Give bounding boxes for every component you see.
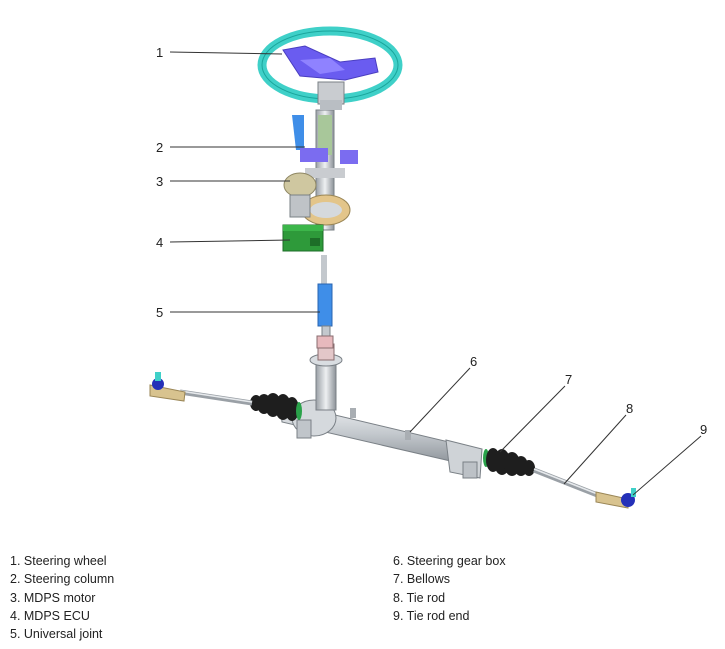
tie-rod-end-right [595, 488, 636, 509]
callout-5: 5 [156, 305, 163, 320]
bellows-right [483, 448, 535, 476]
callout-3: 3 [156, 174, 163, 189]
legend-item-tie-rod-end: 9. Tie rod end [393, 608, 470, 623]
legend-left: 1. Steering wheel 2. Steering column 3. … [10, 552, 114, 643]
steering-gear-box [279, 399, 483, 479]
tie-rod-left [179, 389, 253, 406]
legend-item-steering-wheel: 1. Steering wheel [10, 554, 107, 568]
callout-2: 2 [156, 140, 163, 155]
legend-right: 6. Steering gear box 7. Bellows 8. Tie r… [393, 552, 506, 625]
callout-9: 9 [700, 422, 707, 437]
legend-item-universal-joint: 5. Universal joint [10, 627, 103, 642]
legend-item-mdps-ecu: 4. MDPS ECU [10, 608, 90, 623]
mdps-motor [283, 172, 351, 226]
leader-lines [169, 51, 702, 496]
tie-rod-right [533, 467, 601, 499]
callout-1: 1 [156, 45, 163, 60]
tie-rod-end-left [149, 372, 186, 402]
legend-item-tie-rod: 8. Tie rod [393, 590, 446, 605]
callout-8: 8 [626, 401, 633, 416]
legend-item-steering-gear-box: 6. Steering gear box [393, 554, 506, 568]
universal-joint [316, 255, 334, 349]
bellows-left [250, 393, 302, 421]
callout-4: 4 [156, 235, 163, 250]
legend-item-steering-column: 2. Steering column [10, 572, 115, 587]
legend-item-bellows: 7. Bellows [393, 572, 450, 587]
legend-item-mdps-motor: 3. MDPS motor [10, 590, 96, 605]
callout-6: 6 [470, 354, 477, 369]
callout-7: 7 [565, 372, 572, 387]
mdps-ecu [282, 224, 324, 252]
steering-wheel [257, 26, 403, 110]
